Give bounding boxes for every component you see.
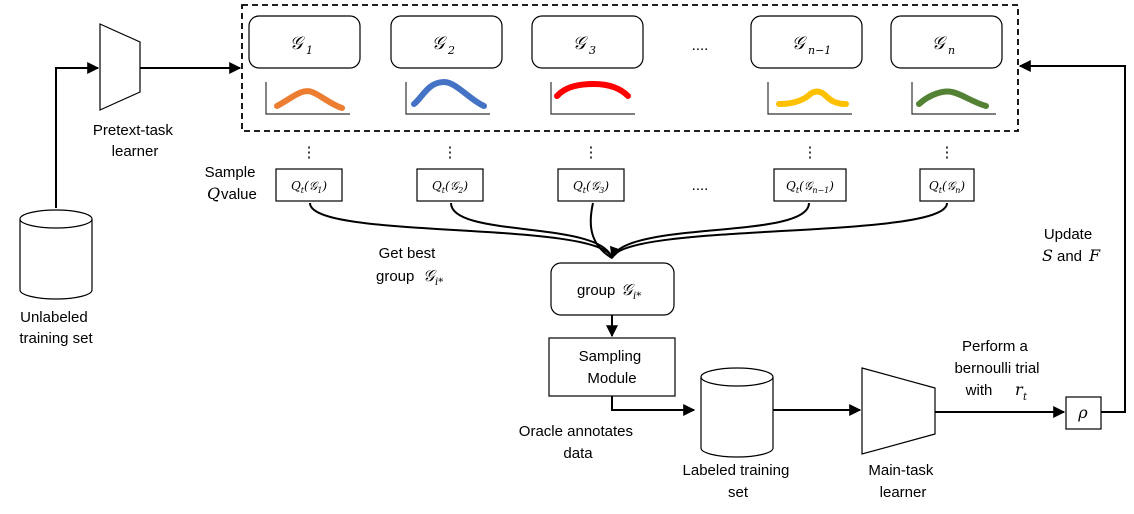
update-label: Update — [1044, 226, 1092, 243]
labeled-set-label: Labeled training set — [683, 462, 794, 501]
vdots: ⋮ — [443, 144, 458, 161]
group-subscript: 2 — [447, 44, 455, 57]
q-value-label: Qt(𝒢n) — [929, 179, 965, 195]
q-value-label: Qt(𝒢1) — [291, 179, 327, 195]
group-symbol: 𝒢 — [290, 33, 306, 54]
group-symbol: 𝒢 — [932, 33, 948, 54]
group-box — [531, 15, 644, 69]
group-box — [248, 15, 361, 69]
distribution-curve — [554, 80, 631, 99]
group-subscript: n — [948, 44, 955, 57]
labeled-set-cylinder — [700, 367, 774, 458]
vdots: ⋮ — [940, 144, 955, 161]
group-subscript: 1 — [306, 44, 313, 57]
distribution-curve — [411, 78, 487, 109]
arrow-unlabeled-to-learner — [55, 62, 100, 208]
group-box — [390, 15, 503, 69]
q-value-box — [773, 168, 847, 202]
pretext-learner-label: Pretext-task learner — [93, 122, 177, 160]
best-group-symbol: 𝒢 — [621, 280, 635, 299]
distribution-curve — [776, 88, 849, 107]
arrow-update-loop — [1018, 60, 1126, 413]
q-value-box — [919, 168, 975, 202]
group-symbol: 𝒢 — [573, 33, 589, 54]
vdots: ⋮ — [584, 144, 599, 161]
bernoulli-symbol: r — [1015, 380, 1024, 399]
bernoulli-label: Perform a bernoulli trial — [954, 338, 1039, 377]
sample-q-label: Sample — [205, 164, 256, 181]
get-best-group-word: group — [376, 268, 414, 285]
sample-q-symbol: Q — [207, 184, 220, 203]
unlabeled-set-label: Unlabeled training set — [19, 309, 93, 347]
get-best-subscript: i* — [435, 277, 443, 288]
distribution-axes — [265, 82, 350, 115]
unlabeled-set-cylinder — [19, 209, 93, 300]
main-learner-label: Main-task learner — [868, 462, 937, 501]
oracle-label: Oracle annotates data — [519, 423, 637, 462]
q-value-box — [275, 168, 343, 202]
distribution-axes — [911, 82, 996, 115]
update-and: and — [1057, 248, 1082, 265]
get-best-symbol: 𝒢 — [423, 266, 437, 285]
get-best-label: Get best — [379, 245, 437, 262]
sample-q-value-word: value — [221, 186, 257, 203]
best-group-subscript: i* — [633, 291, 641, 302]
distribution-curve — [274, 88, 345, 111]
pretext-learner-trapezoid — [99, 23, 141, 111]
distribution-axes — [405, 82, 490, 115]
q-value-label: Qt(𝒢2) — [432, 179, 468, 195]
q-value-box — [416, 168, 484, 202]
converging-arrows — [309, 202, 948, 260]
q-value-label: Qt(𝒢n−1) — [786, 179, 834, 195]
group-subscript: n−1 — [808, 44, 831, 57]
q-value-label: Qt(𝒢3) — [573, 179, 609, 195]
distribution-axes — [550, 82, 635, 115]
vdots: ⋮ — [302, 144, 317, 161]
group-box — [890, 15, 1003, 69]
group-symbol: 𝒢 — [432, 33, 448, 54]
update-symbol-s: S — [1042, 246, 1053, 265]
bernoulli-with: with — [965, 382, 993, 399]
q-value-box — [557, 168, 625, 202]
sampling-module-box — [548, 337, 676, 397]
main-learner-trapezoid — [861, 367, 936, 455]
group-container — [241, 4, 1019, 132]
group-symbol: 𝒢 — [792, 33, 808, 54]
q-ellipsis: .... — [692, 177, 709, 194]
group-subscript: 3 — [589, 44, 596, 57]
distribution-axes — [767, 82, 852, 115]
update-symbol-f: F — [1088, 246, 1101, 265]
bernoulli-subscript: t — [1023, 392, 1028, 403]
groups-ellipsis: .... — [692, 37, 709, 54]
distribution-curve — [916, 88, 989, 109]
sampling-module-label: Sampling Module — [579, 348, 646, 387]
group-box — [750, 15, 863, 69]
rho-symbol: ρ — [1077, 403, 1088, 422]
arrow-sampling-to-labeled — [611, 396, 696, 416]
vdots: ⋮ — [803, 144, 818, 161]
best-group-word: group — [577, 282, 615, 299]
